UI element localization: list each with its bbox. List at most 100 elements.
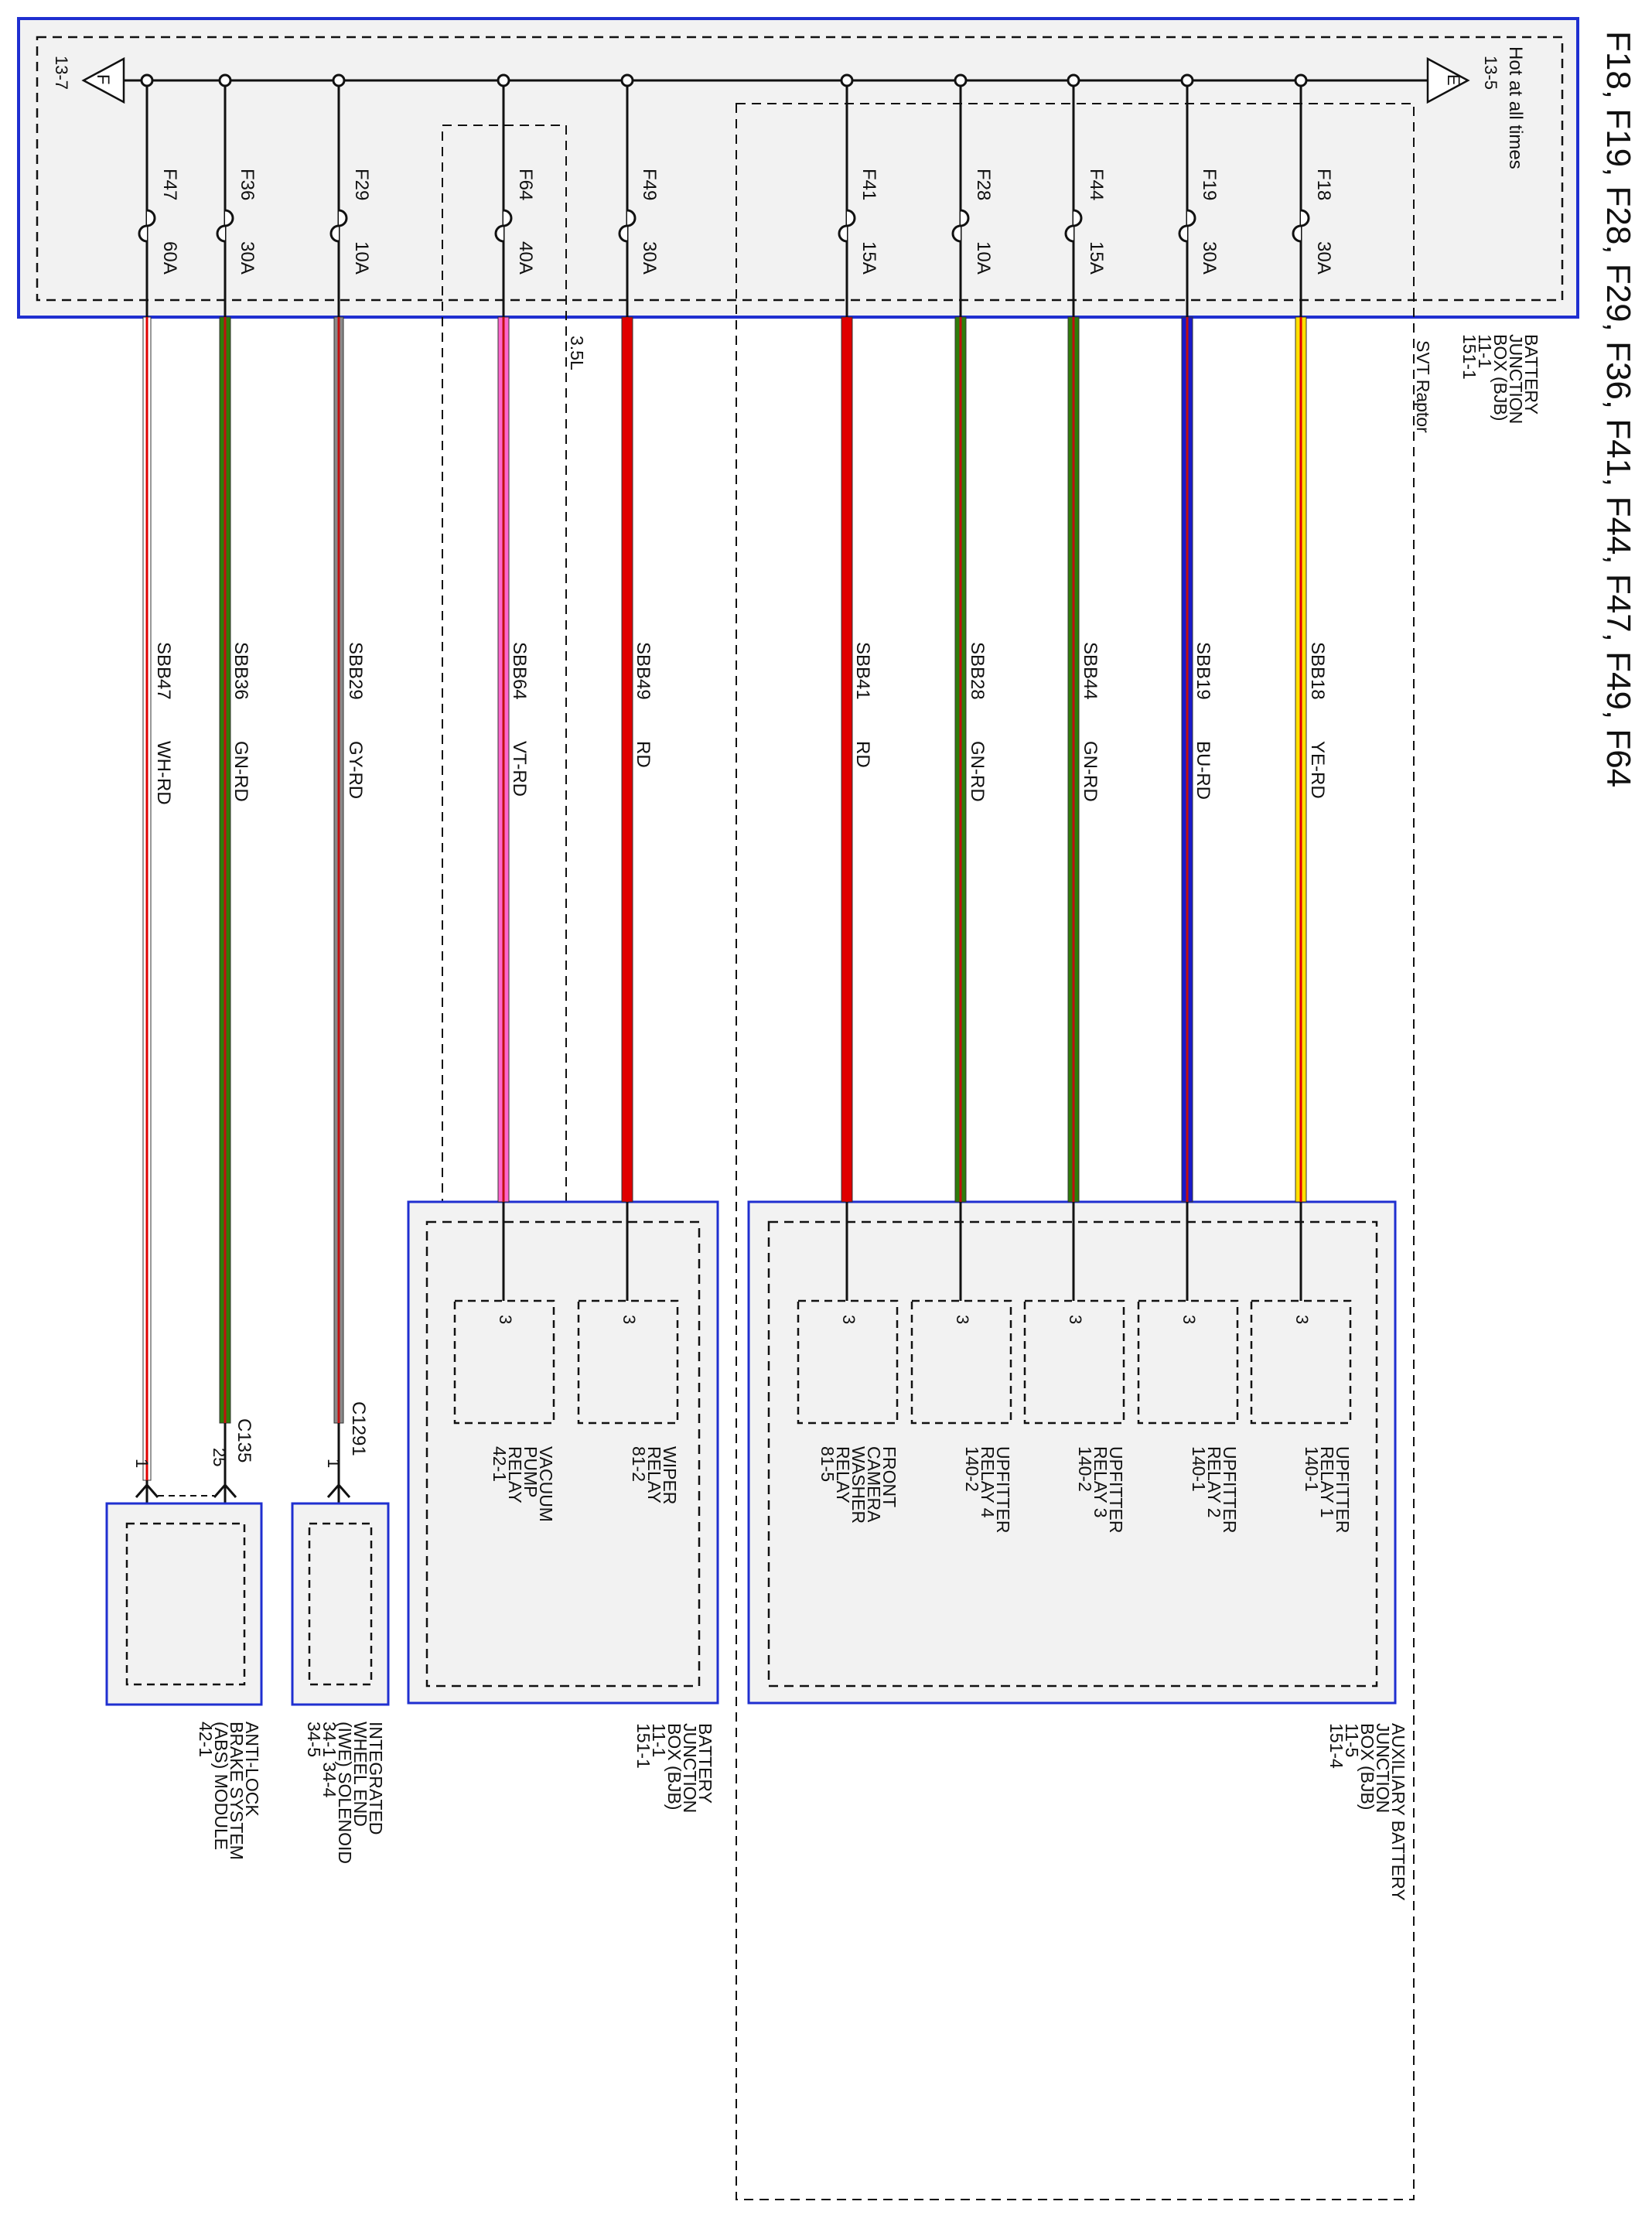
ground-symbol-left: F 13-7: [52, 56, 125, 104]
fuse-f64-amps: 40A: [515, 241, 536, 275]
fuse-f41-id: F41: [858, 169, 879, 200]
bjb-bottom-line-5: 151-1: [633, 1723, 654, 1769]
aux-bjb-box: [747, 1200, 1397, 1705]
circuit-sbb36-id: SBB36: [230, 642, 251, 700]
fuse-f44-id: F44: [1086, 169, 1107, 200]
relay-upfitter-3-line-1: UPFITTER: [1106, 1446, 1126, 1533]
bjb-top-line-1: BATTERY: [1521, 334, 1541, 415]
relay-upfitter-1-line-3: 140-1: [1302, 1446, 1322, 1492]
fuse-f28-amps: 10A: [973, 241, 994, 275]
wire-f47-stripe: [145, 317, 148, 1480]
relay-upfitter-3-box: [1023, 1299, 1125, 1425]
relay-wiper-line-1: WIPER: [660, 1446, 680, 1504]
fuse-f47-symbol: [138, 209, 156, 243]
relay-upfitter-2-pin: 3: [1179, 1315, 1199, 1324]
wire-f19: F19 30A SBB19 BU-RD: [1178, 73, 1220, 1301]
relay-vacuum-pump-line-1: VACUUM: [536, 1446, 556, 1522]
ground-left-ref: 13-7: [52, 56, 71, 90]
relay-vacuum-pump-pin: 3: [496, 1315, 515, 1324]
circuit-sbb49-color: RD: [633, 741, 654, 768]
splice-f28: [954, 73, 968, 87]
fuse-f47-amps: 60A: [159, 241, 180, 275]
connector-c135-chevron-gn: [213, 1483, 237, 1498]
relay-front-camera-washer-pin: 3: [839, 1315, 858, 1324]
aux-bjb-line-2: JUNCTION: [1373, 1723, 1393, 1813]
wire-f36-stripe: [224, 317, 227, 1423]
fuse-f29-amps: 10A: [351, 241, 372, 275]
relay-wiper-line-3: 81-2: [629, 1446, 649, 1482]
wire-f18-stripe: [1299, 317, 1302, 1202]
wire-f18: F18 30A SBB18 YE-RD: [1292, 73, 1334, 1301]
relay-upfitter-1-pin: 3: [1292, 1315, 1312, 1324]
circuit-sbb29-id: SBB29: [345, 642, 366, 700]
circuit-sbb19-id: SBB19: [1193, 642, 1213, 700]
diagram-title: F18, F19, F28, F29, F36, F41, F44, F47, …: [1599, 31, 1637, 787]
iwe-line-2: WHEEL END: [350, 1722, 370, 1827]
relay-vacuum-pump-box: [453, 1299, 555, 1425]
relay-upfitter-4-line-2: RELAY 4: [978, 1446, 998, 1518]
bjb-top-inner-dashed: [36, 36, 1564, 302]
iwe-line-4: 34-1 34-4: [319, 1722, 340, 1798]
relay-upfitter-1-box: [1250, 1299, 1352, 1425]
connector-c1291-chevron: [326, 1483, 351, 1498]
connector-c135-chevron-wh: [135, 1483, 159, 1498]
bjb-bottom-line-4: 11-1: [649, 1723, 669, 1757]
wire-f49: F49 30A SBB49 RD: [618, 73, 660, 1301]
bjb-top-label: BATTERY JUNCTION BOX (BJB) 11-1 151-1: [1459, 334, 1541, 424]
fuse-f18-id: F18: [1313, 169, 1334, 200]
splice-f36: [218, 73, 232, 87]
fuse-f36-id: F36: [237, 169, 258, 200]
wire-f28: F28 10A SBB28 GN-RD: [951, 73, 994, 1301]
connector-c1291-name: C1291: [348, 1401, 369, 1456]
bjb-top-line-2: JUNCTION: [1506, 334, 1526, 424]
relay-upfitter-3: 3 UPFITTER RELAY 3 140-2: [1023, 1299, 1126, 1533]
fuse-f41-symbol: [838, 209, 856, 243]
fuse-f49-symbol: [618, 209, 637, 243]
relay-vacuum-pump-line-4: 42-1: [490, 1446, 510, 1482]
svt-raptor-label: SVT Raptor: [1413, 340, 1433, 433]
relay-upfitter-4-pin: 3: [953, 1315, 972, 1324]
relay-front-camera-washer-box: [797, 1299, 899, 1425]
relay-front-camera-washer-line-2: CAMERA: [864, 1446, 884, 1523]
relay-upfitter-4-line-1: UPFITTER: [993, 1446, 1013, 1533]
fuse-f44-amps: 15A: [1086, 241, 1107, 275]
bjb-bottom-line-1: BATTERY: [695, 1723, 715, 1804]
iwe-line-3: (IWE) SOLENOID: [335, 1722, 355, 1864]
relay-front-camera-washer-line-5: 81-5: [817, 1446, 838, 1482]
fuse-f29-id: F29: [351, 169, 372, 200]
fuse-f44-symbol: [1064, 209, 1083, 243]
ground-right-ref: 13-5: [1481, 56, 1500, 90]
abs-line-4: 42-1: [196, 1722, 216, 1757]
splice-f19: [1180, 73, 1194, 87]
relay-front-camera-washer-line-3: WASHER: [848, 1446, 869, 1524]
circuit-sbb19-color: BU-RD: [1193, 741, 1213, 800]
fuse-f18-symbol: [1292, 209, 1310, 243]
wire-f64-stripe: [502, 317, 505, 1202]
relay-upfitter-2-line-1: UPFITTER: [1220, 1446, 1240, 1533]
splice-f18: [1294, 73, 1308, 87]
circuit-sbb44-color: GN-RD: [1080, 741, 1101, 802]
wire-f28-stripe: [959, 317, 962, 1202]
relay-upfitter-4-line-3: 140-2: [962, 1446, 982, 1492]
relay-upfitter-3-line-3: 140-2: [1075, 1446, 1095, 1492]
fuse-f18-amps: 30A: [1313, 241, 1334, 275]
circuit-sbb29-color: GY-RD: [345, 741, 366, 799]
iwe-line-5: 34-5: [304, 1722, 324, 1757]
wire-f29: F29 10A SBB29 GY-RD: [329, 73, 372, 1424]
iwe-solenoid-box: [291, 1502, 390, 1706]
wire-f29-stripe: [337, 317, 340, 1423]
wire-f41: F41 15A SBB41 RD: [838, 73, 879, 1301]
aux-bjb-line-3: BOX (BJB): [1357, 1723, 1377, 1810]
wire-f36: F36 30A SBB36 GN-RD: [216, 73, 258, 1424]
aux-bjb-line-4: 11-5: [1342, 1723, 1362, 1757]
abs-module: ANTI-LOCK BRAKE SYSTEM (ABS) MODULE 42-1: [105, 1502, 263, 1860]
fuse-f29-symbol: [329, 209, 348, 243]
splice-f47: [140, 73, 154, 87]
bjb-top-box: [17, 17, 1579, 319]
relay-upfitter-1-line-2: RELAY 1: [1317, 1446, 1337, 1517]
circuit-sbb47-color: WH-RD: [153, 741, 174, 805]
circuit-sbb41-color: RD: [852, 741, 873, 768]
iwe-line-1: INTEGRATED: [366, 1722, 386, 1835]
wire-f49-stripe: [626, 317, 629, 1202]
relay-upfitter-2: 3 UPFITTER RELAY 2 140-1: [1137, 1299, 1240, 1533]
